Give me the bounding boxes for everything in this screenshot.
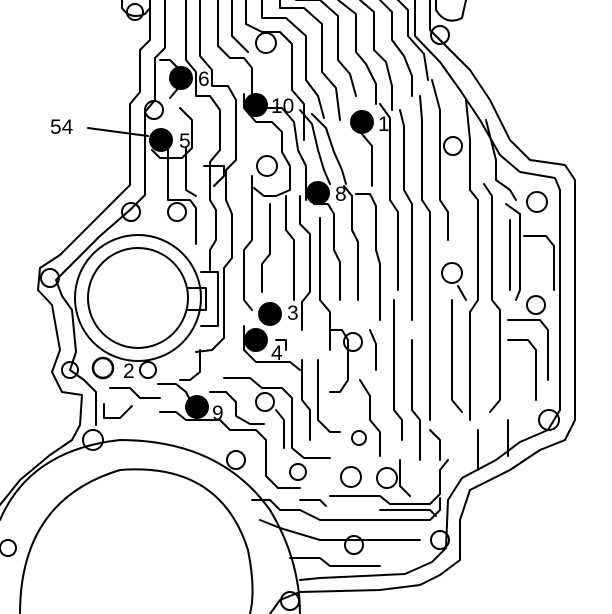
top-bump-left [121,0,151,17]
ball-label-9: 9 [212,402,224,425]
ball-label-3: 3 [287,302,299,325]
check-ball-5 [149,128,173,152]
plate-outline-inner [55,0,166,426]
ball-9: 9 [185,395,224,425]
top-bump-right [435,0,467,22]
ball-label-5: 5 [179,130,191,153]
ball-label-4: 4 [271,342,283,365]
ball-label-1: 1 [378,113,390,136]
check-ball-3 [258,302,282,326]
ball-6: 6 [169,66,210,91]
bore-port-outer [200,271,219,327]
check-ball-2 [91,356,115,380]
plate-outline-right [269,0,576,614]
bolt-holes [0,3,560,611]
ball-3: 3 [258,302,299,326]
check-ball-10 [244,93,268,117]
ball-label-8: 8 [335,183,347,206]
plate-outline [0,0,151,506]
callout-leader [87,127,149,137]
ball-10: 10 [244,93,294,118]
check-ball-4 [244,328,268,352]
ball-label-2: 2 [123,360,135,383]
pump-bore-outer [0,439,301,614]
accumulator-bore-inner [87,247,189,349]
check-ball-8 [306,181,330,205]
ball-1: 1 [350,110,390,136]
ball-label-10: 10 [271,95,294,118]
ball-8: 8 [306,181,347,206]
oil-channels [103,0,555,567]
ball-4: 4 [244,328,283,365]
check-ball-6 [169,66,193,90]
plate-outline-right-inner [299,0,561,581]
check-ball-1 [350,110,374,134]
check-ball-9 [185,395,209,419]
ball-2: 2 [91,356,135,383]
ball-label-6: 6 [198,68,210,91]
bore-port [187,287,207,311]
callout-label: 54 [50,116,74,139]
pump-bore-inner [19,468,254,614]
accumulator-bore-outer [74,234,202,362]
ball-5: 5 [149,128,191,153]
